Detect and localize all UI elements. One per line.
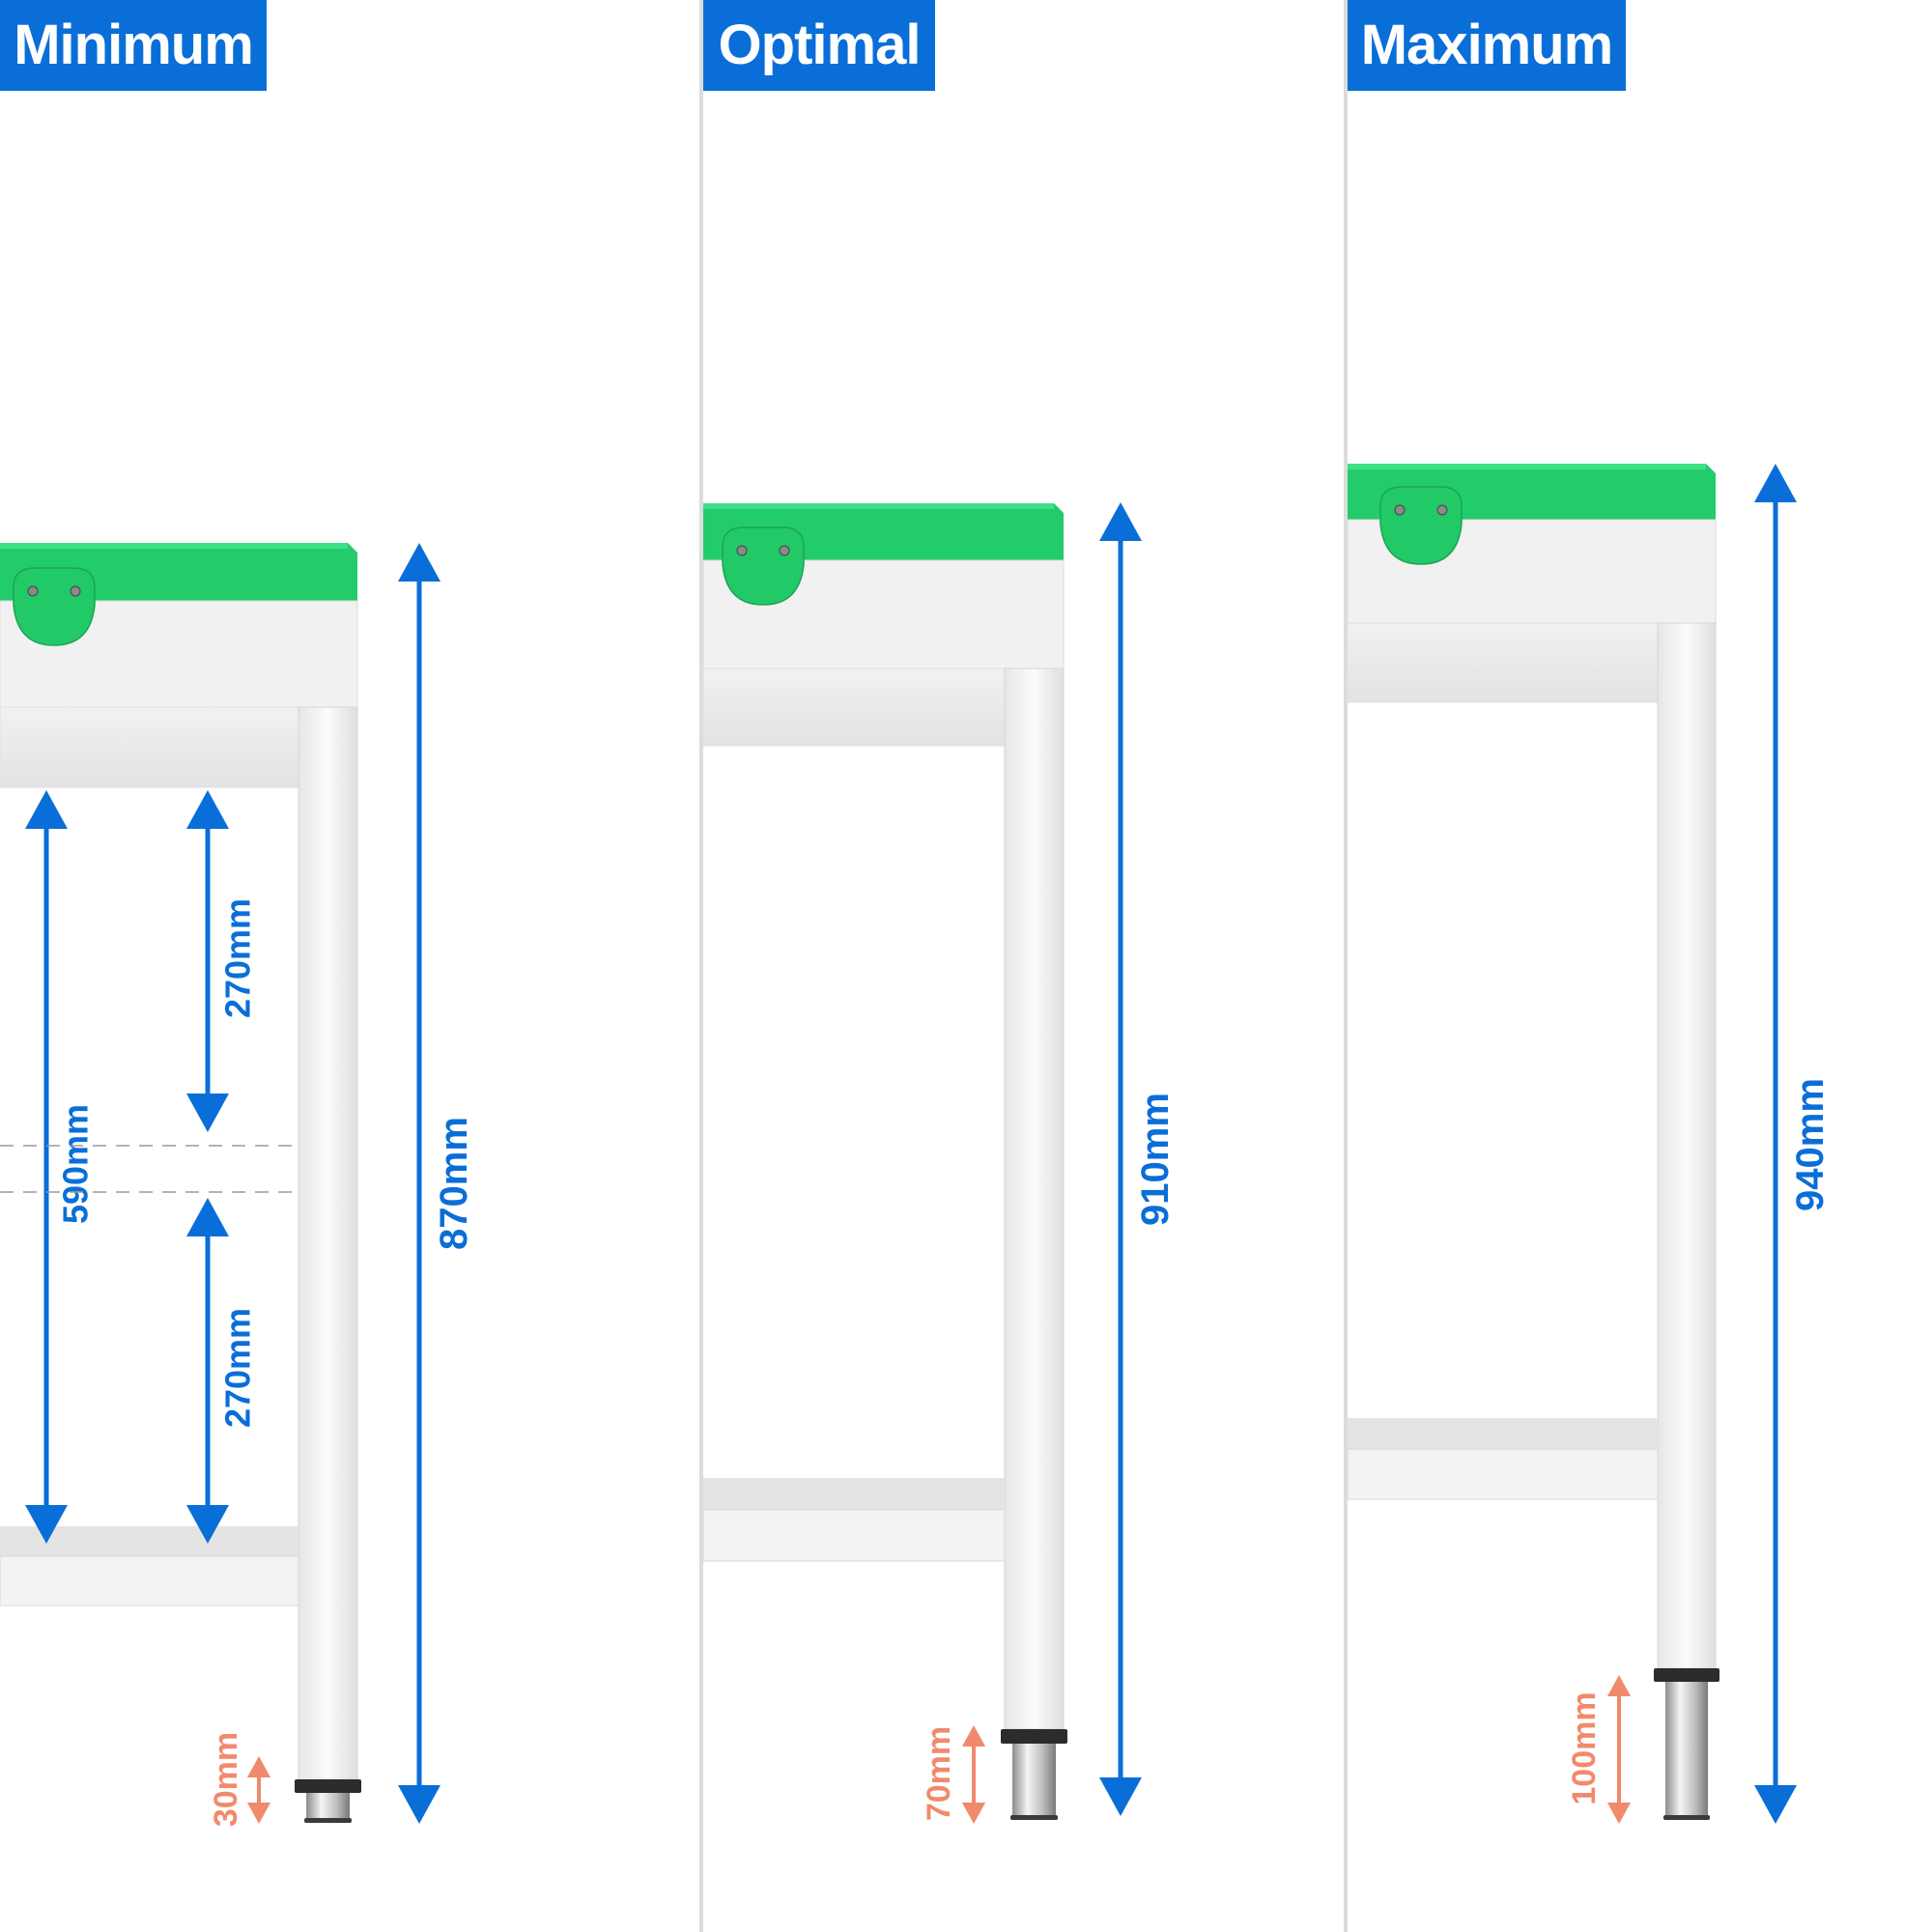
arrowhead-up-icon <box>246 1756 271 1777</box>
arrowhead-up-icon <box>398 543 440 582</box>
foot-height-label: 100mm <box>1566 1691 1603 1804</box>
top-rail <box>702 668 1006 747</box>
total-height-label: 870mm <box>433 1117 475 1250</box>
arrowhead-up-icon <box>186 790 229 829</box>
bottom-shelf-front <box>0 1555 299 1606</box>
workbench <box>702 503 1067 1820</box>
board-holder-icon <box>13 567 96 646</box>
lower-gap-label: 270mm <box>218 1308 258 1428</box>
arrowhead-up-icon <box>186 1198 229 1236</box>
arrowhead-up-icon <box>1099 502 1142 541</box>
panel-label-minimum: Minimum <box>0 0 267 91</box>
arrowhead-up-icon <box>961 1725 986 1747</box>
table-leg <box>1657 622 1717 1669</box>
table-leg <box>1004 668 1065 1730</box>
screw-icon <box>779 545 790 556</box>
bottom-shelf-front <box>702 1509 1006 1562</box>
arrowhead-down-icon <box>398 1785 440 1824</box>
bottom-shelf <box>703 1478 1005 1510</box>
foot-base <box>1010 1815 1058 1820</box>
foot-pad <box>1001 1729 1067 1744</box>
adjustable-foot <box>1665 1682 1708 1819</box>
table-leg <box>298 706 358 1780</box>
foot-height-dimension <box>1606 1675 1632 1824</box>
foot-base <box>304 1818 352 1823</box>
top-rail <box>0 706 299 788</box>
arrowhead-up-icon <box>25 790 68 829</box>
upper-gap-label: 270mm <box>218 898 258 1018</box>
foot-height-label: 70mm <box>921 1726 957 1821</box>
screw-icon <box>1394 504 1406 516</box>
panel-divider <box>1344 0 1348 1932</box>
foot-base <box>1663 1815 1710 1820</box>
arrowhead-up-icon <box>1754 464 1797 502</box>
arrowhead-down-icon <box>1606 1803 1632 1824</box>
foot-height-label: 30mm <box>208 1732 244 1827</box>
lower-gap-dimension <box>186 1198 229 1544</box>
panel-label-maximum: Maximum <box>1348 0 1626 91</box>
total-height-dimension <box>1099 502 1142 1816</box>
arrowhead-down-icon <box>246 1803 271 1824</box>
workbench <box>0 543 361 1823</box>
bottom-shelf-front <box>1347 1448 1659 1500</box>
shelf-gap-dimension <box>25 790 68 1544</box>
screw-icon <box>1436 504 1448 516</box>
foot-pad <box>1654 1668 1719 1682</box>
board-highlight <box>0 543 348 549</box>
board-highlight <box>703 503 1054 509</box>
adjustable-foot <box>306 1793 350 1822</box>
arrowhead-up-icon <box>1606 1675 1632 1696</box>
adjustable-foot <box>1012 1744 1056 1819</box>
top-rail <box>1347 622 1659 703</box>
total-height-dimension <box>1754 464 1797 1824</box>
total-height-dimension <box>398 543 440 1824</box>
foot-height-dimension <box>246 1756 271 1824</box>
bottom-shelf <box>1348 1418 1658 1449</box>
total-height-label: 910mm <box>1134 1093 1177 1226</box>
total-height-label: 940mm <box>1789 1078 1832 1211</box>
arrowhead-down-icon <box>186 1094 229 1132</box>
arrowhead-down-icon <box>1099 1777 1142 1816</box>
foot-pad <box>295 1779 361 1793</box>
arrowhead-down-icon <box>961 1803 986 1824</box>
screw-icon <box>27 585 39 597</box>
board-holder-icon <box>722 526 805 606</box>
foot-height-dimension <box>961 1725 986 1824</box>
board-highlight <box>1348 464 1706 469</box>
arrowhead-down-icon <box>186 1505 229 1544</box>
arrowhead-down-icon <box>25 1505 68 1544</box>
arrowhead-down-icon <box>1754 1785 1797 1824</box>
screw-icon <box>736 545 748 556</box>
shelf-gap-label: 590mm <box>56 1104 96 1224</box>
screw-icon <box>70 585 81 597</box>
panel-divider <box>699 0 703 1932</box>
workbench <box>1347 464 1719 1820</box>
upper-gap-dimension <box>186 790 229 1132</box>
panel-label-optimal: Optimal <box>703 0 935 91</box>
board-holder-icon <box>1379 486 1463 565</box>
